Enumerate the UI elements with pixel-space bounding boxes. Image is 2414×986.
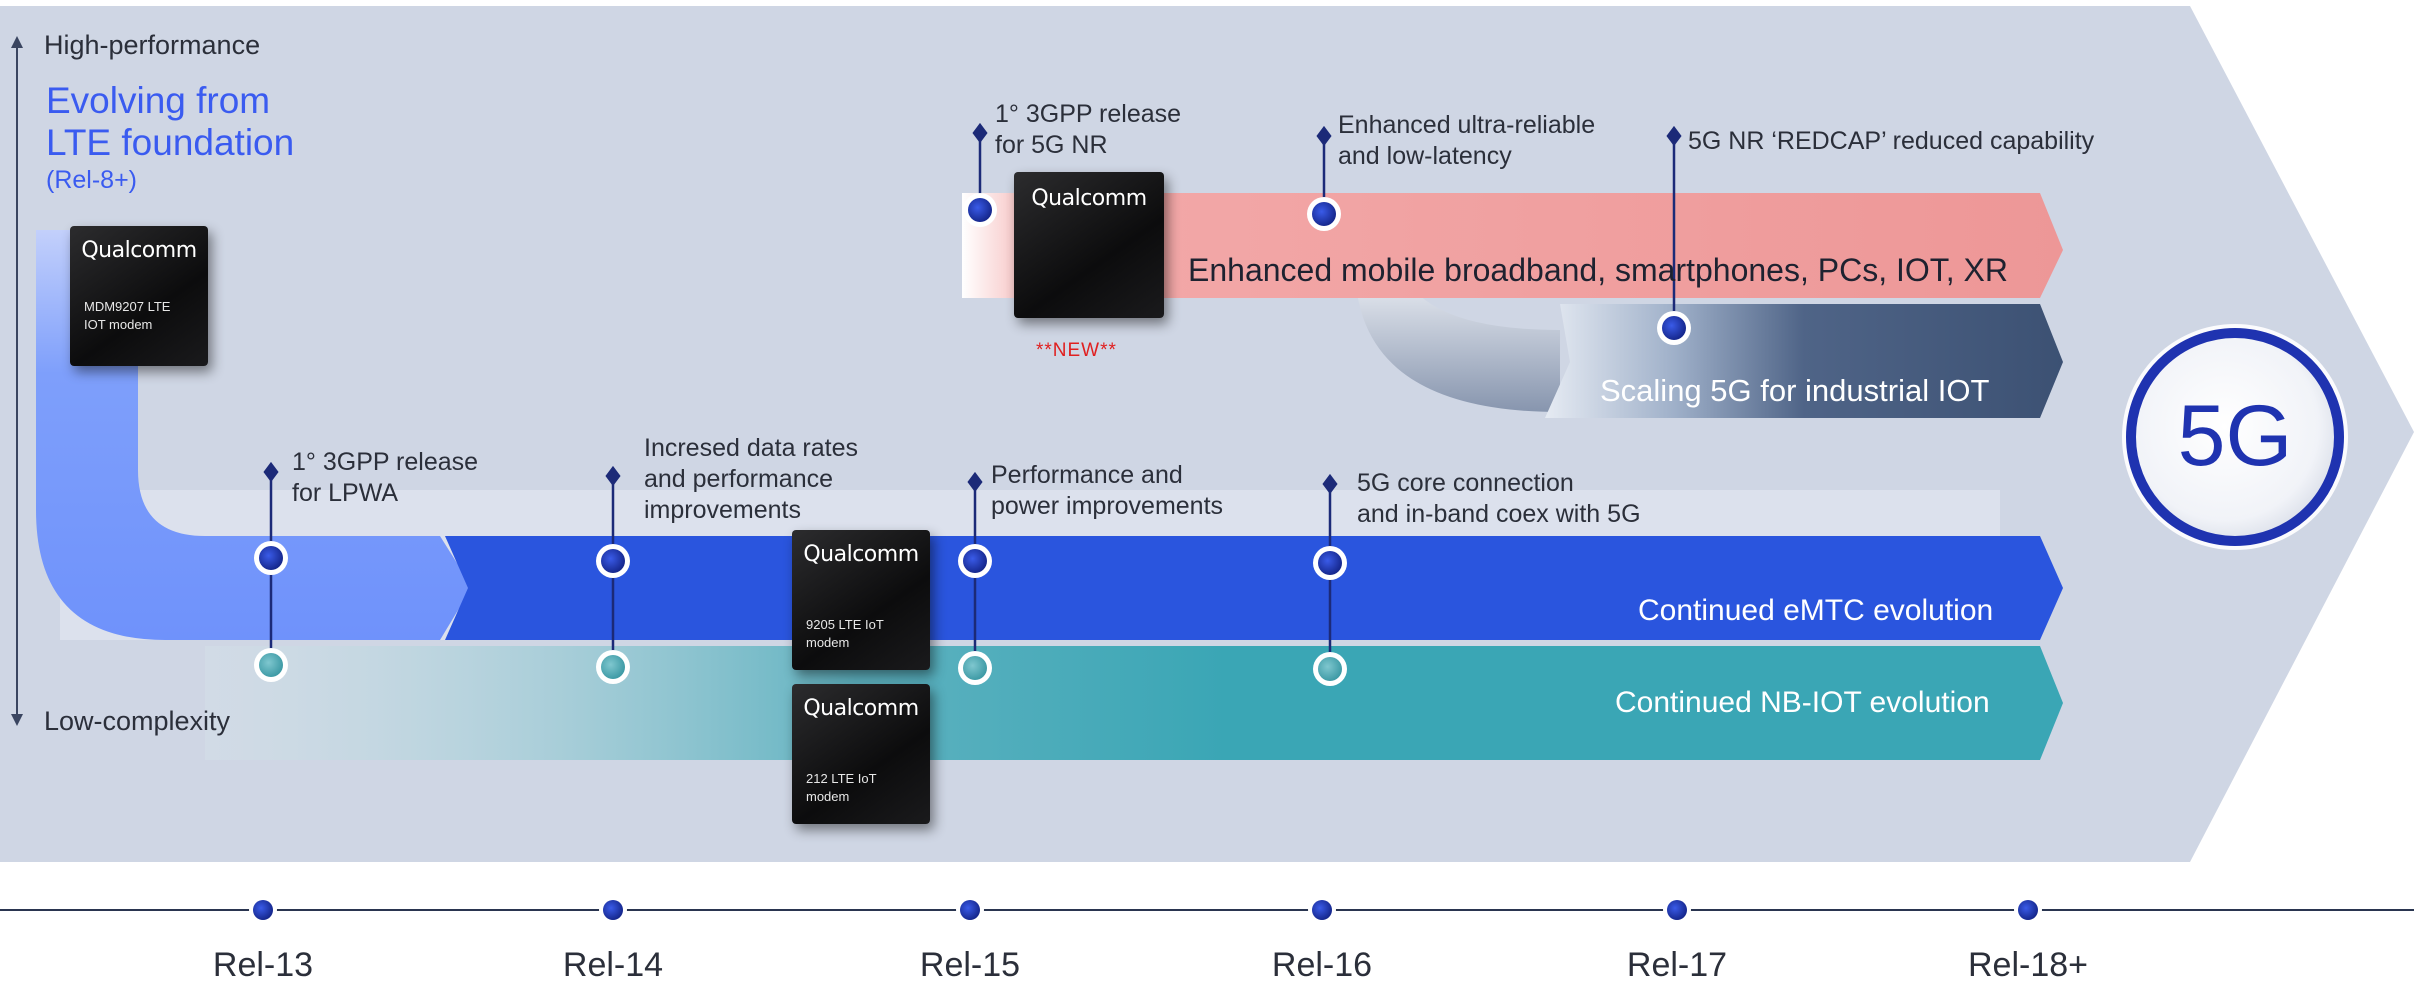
band-industrial-label: Scaling 5G for industrial IOT	[1600, 373, 1990, 408]
release-label: Rel-18+	[1967, 946, 2088, 984]
release-label: Rel-16	[1271, 946, 1373, 984]
band-embb-label: Enhanced mobile broadband, smartphones, …	[1188, 252, 2008, 288]
timeline-nodes	[249, 896, 2042, 924]
milestone-lpwa: 1° 3GPP release for LPWA	[292, 447, 478, 509]
band-nbiot-label: Continued NB-IOT evolution	[1615, 686, 1990, 719]
milestone-line: and performance	[644, 465, 834, 493]
axis-top-label: High-performance	[44, 30, 261, 60]
milestone-line: improvements	[644, 496, 801, 524]
chip-desc: MDM9207 LTE IOT modem	[84, 299, 171, 332]
chip-212: Qualcomm 212 LTE IoT modem	[792, 684, 930, 824]
milestone-data-rates: Incresed data rates and performance impr…	[644, 433, 858, 526]
release-label: Rel-14	[562, 946, 664, 984]
milestone-line: 5G core connection	[1357, 469, 1574, 497]
chip-desc: 212 LTE IoT modem	[806, 771, 877, 804]
chip-brand-logo: Qualcomm	[803, 696, 919, 721]
nbiot-milestone-dots	[254, 648, 1347, 686]
release-label: Rel-13	[212, 946, 314, 984]
milestone-5g-core: 5G core connection and in-band coex with…	[1357, 468, 1641, 530]
chip-5g-nr: Qualcomm	[1014, 172, 1164, 318]
chip-desc: 9205 LTE IoT modem	[806, 617, 884, 650]
milestone-redcap: 5G NR ‘REDCAP’ reduced capability	[1688, 126, 2094, 157]
axis-bottom-label: Low-complexity	[44, 706, 231, 736]
chip-brand-logo: Qualcomm	[81, 238, 197, 263]
chip-brand-logo: Qualcomm	[1031, 186, 1147, 211]
band-emtc-label: Continued eMTC evolution	[1638, 594, 1994, 627]
milestone-line: 5G NR ‘REDCAP’ reduced capability	[1688, 127, 2095, 155]
milestone-line: for 5G NR	[995, 131, 1108, 159]
milestone-line: power improvements	[991, 492, 1224, 520]
heading-line2: LTE foundation	[46, 122, 295, 163]
new-badge: **NEW**	[1036, 340, 1117, 361]
milestone-line: 1° 3GPP release	[292, 448, 479, 476]
milestone-line: and low-latency	[1338, 142, 1512, 170]
milestone-line: and in-band coex with 5G	[1357, 500, 1641, 528]
release-label: Rel-15	[919, 946, 1021, 984]
chip-mdm9207: Qualcomm MDM9207 LTE IOT modem	[70, 226, 208, 366]
release-label: Rel-17	[1626, 946, 1728, 984]
chip-9205: Qualcomm 9205 LTE IoT modem	[792, 530, 930, 670]
milestone-line: for LPWA	[292, 479, 399, 507]
milestone-line: Incresed data rates	[644, 434, 859, 462]
heading-line1: Evolving from	[46, 80, 271, 121]
milestone-urllc: Enhanced ultra-reliable and low-latency	[1338, 110, 1595, 172]
top-milestone-dots	[963, 193, 1691, 345]
milestone-line: Enhanced ultra-reliable	[1338, 111, 1596, 139]
badge-5g: 5G	[2177, 388, 2293, 484]
milestone-5g-nr: 1° 3GPP release for 5G NR	[995, 99, 1181, 161]
heading-sub: (Rel-8+)	[46, 166, 137, 194]
milestone-power: Performance and power improvements	[991, 460, 1223, 522]
milestone-line: 1° 3GPP release	[995, 100, 1182, 128]
emtc-milestone-dots	[254, 541, 1347, 580]
chip-brand-logo: Qualcomm	[803, 542, 919, 567]
milestone-line: Performance and	[991, 461, 1183, 489]
